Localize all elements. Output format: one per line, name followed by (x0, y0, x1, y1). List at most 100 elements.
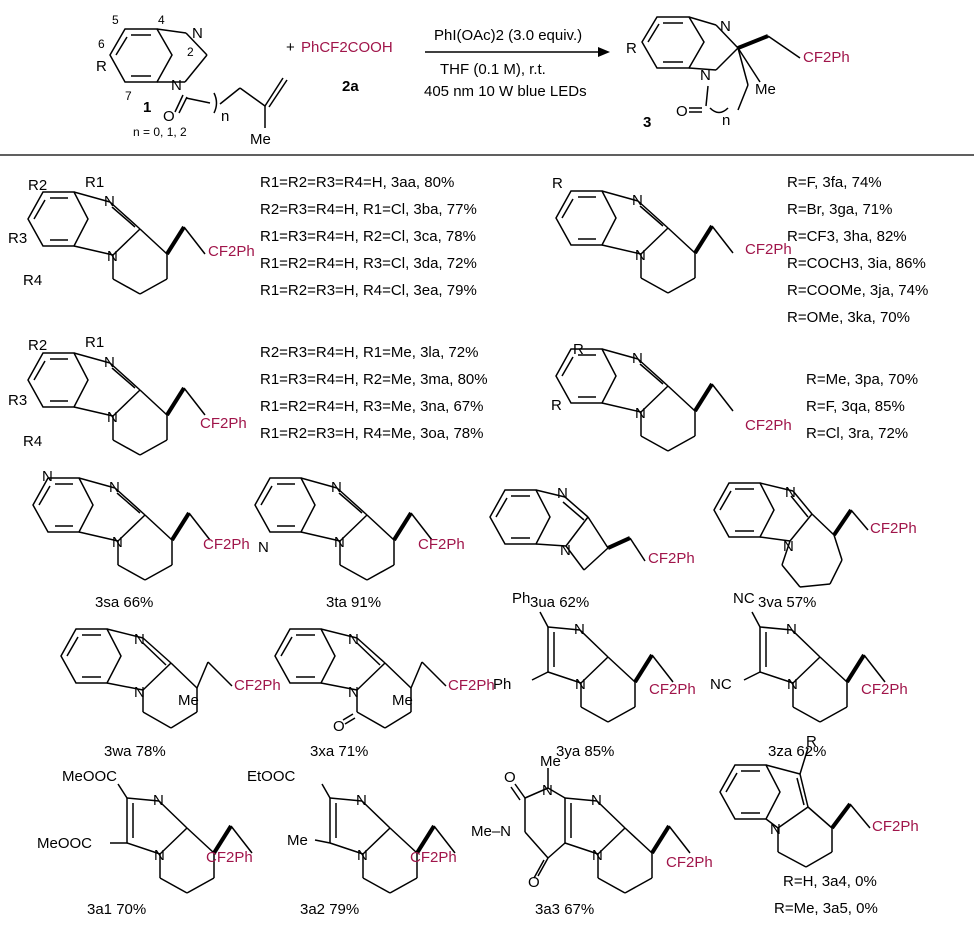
svg-text:N: N (134, 684, 145, 701)
r1-label-row2: R1 (85, 334, 104, 351)
r-label-3a4: R (806, 733, 817, 750)
ring-number-5: 5 (112, 13, 119, 27)
substrate-n-subscript: n (221, 108, 229, 125)
meooc-label-top: MeOOC (62, 768, 117, 785)
scaffold-3fa-3ka: CF2Ph R (552, 175, 792, 295)
substrate-n3-label: N (192, 25, 203, 42)
structure-3xa: N N O Me CF2Ph 3xa 71% (274, 628, 495, 760)
substrate-r-label: R (96, 58, 107, 75)
product-3: N N O Me CF2Ph n R 3 (626, 16, 850, 131)
product-cf2ph-label: CF2Ph (803, 49, 850, 66)
compound-3ha: R=CF3, 3ha, 82% (787, 228, 907, 245)
reagent-number: 2a (342, 78, 359, 95)
structure-3a2: EtOOC Me CF2Ph 3a2 79% (247, 768, 457, 918)
me-label-3wa: Me (178, 692, 199, 709)
etooc-label: EtOOC (247, 768, 296, 785)
substrate-carbonyl-o: O (163, 108, 175, 125)
ring-number-4: 4 (158, 13, 165, 27)
structure-3a1: MeOOC MeOOC CF2Ph 3a1 70% (37, 768, 254, 918)
compound-list-3la-3oa: R2=R3=R4=H, R1=Me, 3la, 72% R1=R3=R4=H, … (260, 344, 488, 442)
compound-3ma: R1=R3=R4=H, R2=Me, 3ma, 80% (260, 371, 488, 388)
compound-3ga: R=Br, 3ga, 71% (787, 201, 892, 218)
me-label-3a2: Me (287, 832, 308, 849)
compound-3a4: R=H, 3a4, 0% (783, 873, 877, 890)
cf2ph-label-3a2: CF2Ph (410, 849, 457, 866)
svg-text:N: N (348, 684, 359, 701)
structure-3ya: Ph Ph CF2Ph 3ya 85% (493, 590, 696, 760)
cf2ph-label-row1-right: CF2Ph (745, 241, 792, 258)
condition-solvent: THF (0.1 M), r.t. (440, 61, 546, 78)
r2-label: R2 (28, 177, 47, 194)
structure-3wa: N N Me CF2Ph 3wa 78% (60, 628, 281, 760)
compound-3xa: 3xa 71% (310, 743, 368, 760)
svg-text:N: N (783, 538, 794, 555)
ph-label-3ya-top: Ph (512, 590, 530, 607)
r4-label: R4 (23, 272, 42, 289)
structure-3a3: O N Me Me–N O CF2Ph 3a3 67% (471, 753, 713, 918)
condition-oxidant: PhI(OAc)2 (3.0 equiv.) (434, 27, 582, 44)
compound-3ia: R=COCH3, 3ia, 86% (787, 255, 926, 272)
cf2ph-label-3va: CF2Ph (870, 520, 917, 537)
cf2ph-label-3wa: CF2Ph (234, 677, 281, 694)
compound-3fa: R=F, 3fa, 74% (787, 174, 882, 191)
ph-label-3ya-left: Ph (493, 676, 511, 693)
compound-3sa: 3sa 66% (95, 594, 153, 611)
cf2ph-label-3za: CF2Ph (861, 681, 908, 698)
purine-n1: N (542, 782, 553, 799)
r1-label: R1 (85, 174, 104, 191)
r4-label-row2: R4 (23, 433, 42, 450)
ring-number-6: 6 (98, 37, 105, 51)
urea-o-label: O (504, 769, 516, 786)
product-n-label: N (720, 18, 731, 35)
ring-number-2: 2 (187, 45, 194, 59)
cf2ph-label-3a1: CF2Ph (206, 849, 253, 866)
structure-3va: N N CF2Ph 3va 57% (713, 482, 917, 611)
substrate-1: N N O n Me R 2 4 5 6 7 1 n = 0, 1, 2 (96, 13, 288, 148)
cf2ph-label-3ya: CF2Ph (649, 681, 696, 698)
amide-o-label: O (528, 874, 540, 891)
r-label-3pa-left: R (551, 397, 562, 414)
cf2ph-label-row1-left: CF2Ph (208, 243, 255, 260)
compound-3qa: R=F, 3qa, 85% (806, 398, 905, 415)
svg-text:N: N (348, 631, 359, 648)
compound-3a5: R=Me, 3a5, 0% (774, 900, 878, 917)
cf2ph-label-3xa: CF2Ph (448, 677, 495, 694)
r-label-3pa-top: R (573, 341, 584, 358)
carbonyl-o-3xa: O (333, 718, 345, 735)
scaffold-3pa-3ra: CF2Ph R R (551, 341, 792, 453)
svg-text:N: N (258, 539, 269, 556)
svg-text:N: N (560, 542, 571, 559)
me-label-3xa: Me (392, 692, 413, 709)
compound-list-3fa-3ka: R=F, 3fa, 74% R=Br, 3ga, 71% R=CF3, 3ha,… (787, 174, 928, 326)
compound-3pa: R=Me, 3pa, 70% (806, 371, 918, 388)
compound-3a2: 3a2 79% (300, 901, 359, 918)
r2-label-row2: R2 (28, 337, 47, 354)
cf2ph-label-3a4: CF2Ph (872, 818, 919, 835)
compound-3aa: R1=R2=R3=R4=H, 3aa, 80% (260, 174, 454, 191)
compound-3ya: 3ya 85% (556, 743, 614, 760)
scaffold-3aa-3ea: CF2Ph R2 R1 R3 R4 (8, 174, 255, 296)
meooc-label-left: MeOOC (37, 835, 92, 852)
compound-list-3pa-3ra: R=Me, 3pa, 70% R=F, 3qa, 85% R=Cl, 3ra, … (806, 371, 918, 442)
svg-text:N: N (770, 821, 781, 838)
compound-3ua: 3ua 62% (530, 594, 589, 611)
product-carbonyl-o: O (676, 103, 688, 120)
compound-3ea: R1=R2=R3=H, R4=Cl, 3ea, 79% (260, 282, 477, 299)
compound-3va: 3va 57% (758, 594, 816, 611)
svg-text:N: N (42, 468, 53, 485)
compound-3ka: R=OMe, 3ka, 70% (787, 309, 910, 326)
structure-3ua: N N CF2Ph 3ua 62% (489, 485, 695, 611)
me-n-label: Me–N (471, 823, 511, 840)
me-label-3a3: Me (540, 753, 561, 770)
compound-3a1: 3a1 70% (87, 901, 146, 918)
product-me-label: Me (755, 81, 776, 98)
reagent-2a-label: PhCF2COOH (301, 39, 393, 56)
substrate-me-label: Me (250, 131, 271, 148)
substrate-number: 1 (143, 99, 151, 116)
compound-3a3: 3a3 67% (535, 901, 594, 918)
compound-3ta: 3ta 91% (326, 594, 381, 611)
svg-text:N: N (134, 631, 145, 648)
compound-3ja: R=COOMe, 3ja, 74% (787, 282, 928, 299)
condition-light: 405 nm 10 W blue LEDs (424, 83, 587, 100)
